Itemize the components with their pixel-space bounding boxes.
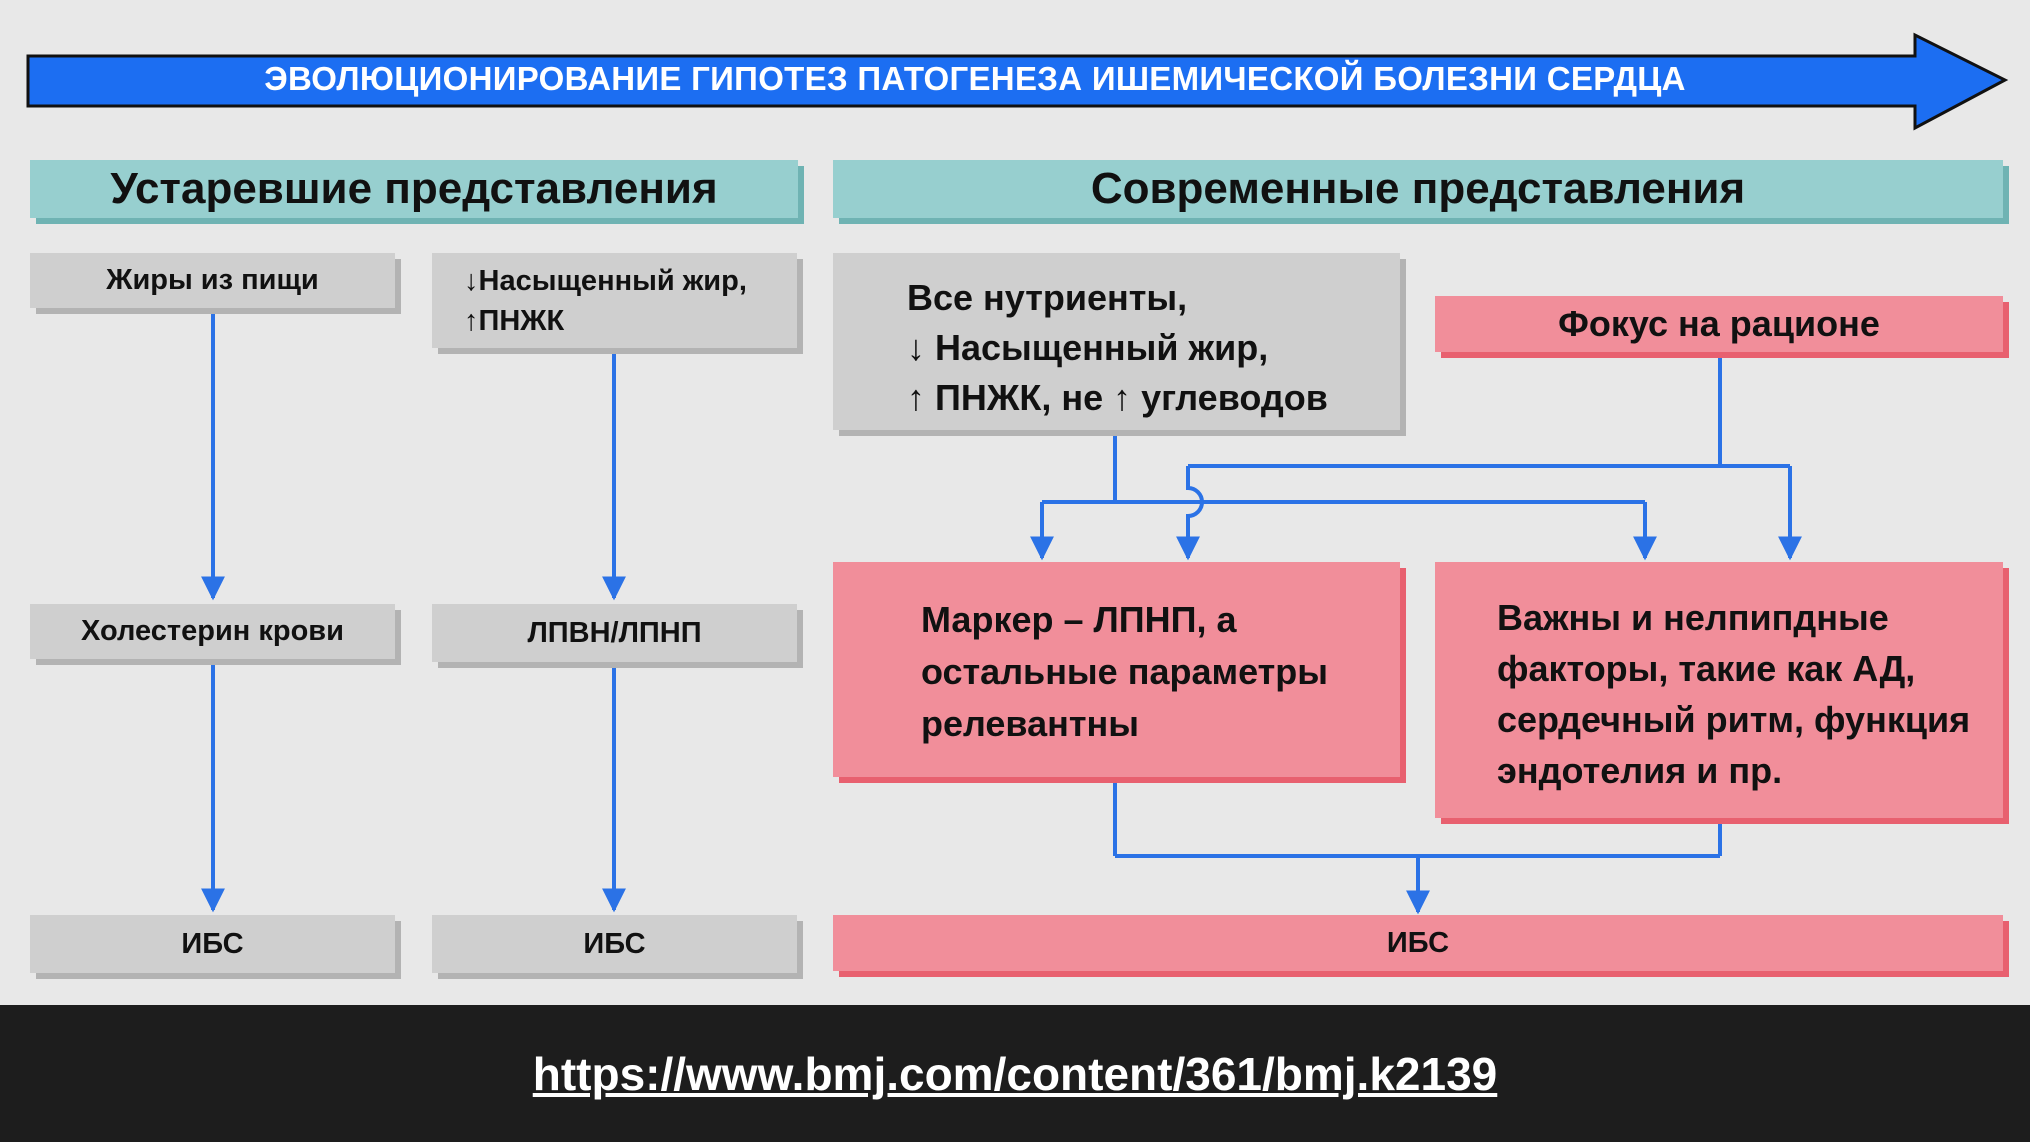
box-ldl-marker: Маркер – ЛПНП, а остальные параметры рел…	[833, 562, 1400, 777]
box-dietary-fats-label: Жиры из пищи	[106, 264, 319, 296]
box-satfat-pufa: ↓Насыщенный жир, ↑ПНЖК	[432, 253, 797, 348]
nutrients-line2: ↓ Насыщенный жир,	[907, 327, 1269, 368]
diagram-canvas	[26, 32, 2009, 915]
arrow-diet-to-marker-b	[1176, 466, 1204, 561]
banner-arrow	[26, 32, 2009, 131]
header-modern-label: Современные представления	[1090, 164, 1746, 213]
marker-line2: остальные параметры	[921, 651, 1329, 692]
box-diet-focus: Фокус на рационе	[1435, 296, 2003, 352]
marker-line3: релевантны	[921, 703, 1139, 744]
box-ibs-old-1: ИБС	[30, 915, 395, 973]
factors-line4: эндотелия и пр.	[1497, 750, 1783, 791]
footer-bar: https://www.bmj.com/content/361/bmj.k213…	[0, 1005, 2030, 1142]
header-old: Устаревшие представления	[30, 160, 798, 218]
box-lpvn-lpnp: ЛПВН/ЛПНП	[432, 604, 797, 662]
factors-line2: факторы, такие как АД,	[1497, 648, 1916, 689]
box-satfat-line2: ↑ПНЖК	[464, 305, 565, 337]
nutrients-line1: Все нутриенты,	[907, 277, 1188, 318]
box-nonlipid-factors: Важны и нелпипдные факторы, такие как АД…	[1435, 562, 2003, 818]
box-ibs-modern-label: ИБС	[1386, 926, 1450, 959]
header-modern: Современные представления	[833, 160, 2003, 218]
factors-line1: Важны и нелпипдные	[1497, 597, 1889, 638]
banner-title: ЭВОЛЮЦИОНИРОВАНИЕ ГИПОТЕЗ ПАТОГЕНЕЗА ИШЕ…	[264, 60, 1686, 97]
box-dietary-fats: Жиры из пищи	[30, 253, 395, 308]
box-ibs-old-1-label: ИБС	[181, 927, 244, 960]
nutrients-line3: ↑ ПНЖК, не ↑ углеводов	[907, 377, 1328, 418]
source-link[interactable]: https://www.bmj.com/content/361/bmj.k213…	[532, 1047, 1498, 1100]
box-all-nutrients: Все нутриенты, ↓ Насыщенный жир, ↑ ПНЖК,…	[833, 253, 1400, 430]
factors-line3: сердечный ритм, функция	[1497, 699, 1971, 740]
box-ibs-old-2: ИБС	[432, 915, 797, 973]
box-diet-focus-label: Фокус на рационе	[1558, 303, 1880, 344]
old-connectors	[201, 310, 626, 913]
modern-connectors	[1030, 354, 1802, 915]
box-blood-cholesterol-label: Холестерин крови	[81, 615, 344, 647]
box-ibs-modern: ИБС	[833, 915, 2003, 971]
box-ibs-old-2-label: ИБС	[583, 927, 646, 960]
box-lpvn-lpnp-label: ЛПВН/ЛПНП	[527, 616, 702, 649]
box-blood-cholesterol: Холестерин крови	[30, 604, 395, 659]
marker-line1: Маркер – ЛПНП, а	[921, 599, 1237, 640]
header-old-label: Устаревшие представления	[110, 164, 718, 213]
box-satfat-line1: ↓Насыщенный жир,	[464, 265, 747, 297]
slide: ЭВОЛЮЦИОНИРОВАНИЕ ГИПОТЕЗ ПАТОГЕНЕЗА ИШЕ…	[26, 32, 2009, 973]
